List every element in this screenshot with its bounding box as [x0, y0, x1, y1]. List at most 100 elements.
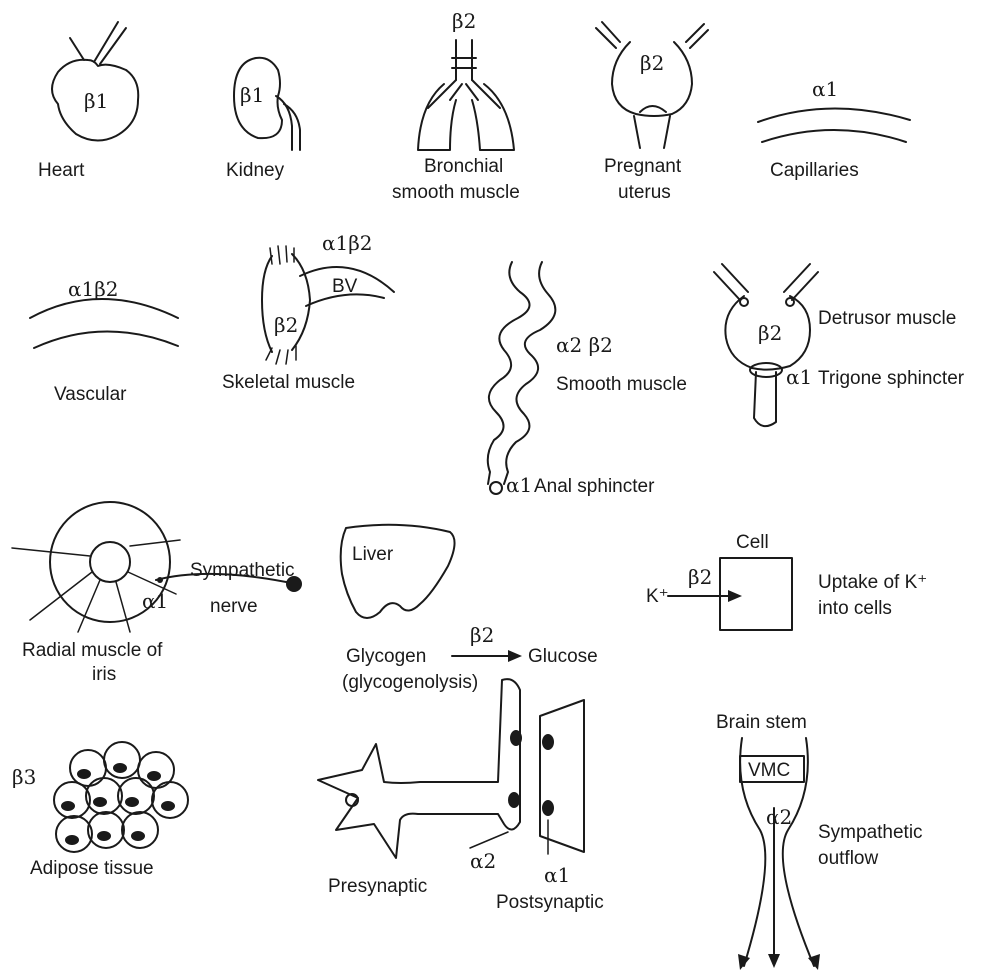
fat-cell-nucleus — [93, 797, 107, 807]
trigone-label: Trigone sphincter — [818, 368, 965, 389]
fat-cell — [54, 782, 90, 818]
uterine-tubes — [596, 22, 708, 48]
outflow-label-line2: outflow — [818, 848, 878, 869]
liver-panel: Liver Glycogen β2 Glucose (glycogenolysi… — [341, 525, 598, 693]
vessel-wall-bottom — [34, 331, 178, 348]
capillaries-label: Capillaries — [770, 160, 859, 181]
glycogenolysis-label: (glycogenolysis) — [342, 672, 478, 693]
outflow-left-arrowhead — [738, 954, 750, 970]
cervix — [634, 106, 670, 148]
pupil — [90, 542, 130, 582]
k-ion-label: K⁺ — [646, 586, 669, 607]
bv-label: BV — [332, 276, 358, 297]
postsynaptic-membrane — [540, 700, 584, 852]
fat-cell — [88, 812, 124, 848]
smooth-muscle-panel: α2 β2 Smooth muscle α1 Anal sphincter — [488, 262, 687, 497]
skeletal-muscle-panel: α1β2 BV β2 Skeletal muscle — [222, 231, 394, 393]
iris-panel: Sympathetic nerve α1 Radial muscle of ir… — [12, 502, 302, 685]
adipose-panel: β3 Adipose tissue — [12, 742, 188, 879]
bronchial-label-line2: smooth muscle — [392, 182, 520, 203]
detrusor-label: Detrusor muscle — [818, 308, 956, 329]
smooth-label: Smooth muscle — [556, 374, 687, 395]
vascular-panel: α1β2 Vascular — [30, 277, 178, 405]
uterus-receptor: β2 — [640, 51, 664, 75]
uptake-label-line2: into cells — [818, 598, 892, 619]
brain-stem-label: Brain stem — [716, 712, 807, 733]
bladder-panel: β2 Detrusor muscle α1 Trigone sphincter — [714, 264, 965, 426]
iris-receptor: α1 — [142, 589, 168, 613]
left-ureter-orifice — [740, 298, 748, 306]
fat-cell-nucleus — [61, 801, 75, 811]
presynaptic-receptor-dot — [508, 792, 520, 808]
capillary-wall-bottom — [762, 130, 906, 142]
anal-sphincter-ring — [490, 482, 502, 494]
heart-receptor: β1 — [84, 89, 108, 113]
adipose-receptor: β3 — [12, 765, 36, 789]
skeletal-receptor: β2 — [274, 313, 298, 337]
glucose-label: Glucose — [528, 646, 598, 667]
fat-cell-nucleus — [161, 801, 175, 811]
liver-outline — [341, 525, 455, 618]
k-uptake-panel: Cell K⁺ β2 Uptake of K⁺ into cells — [646, 532, 927, 630]
fat-cell-nucleus — [125, 797, 139, 807]
presynaptic-receptor-dot — [510, 730, 522, 746]
liver-receptor: β2 — [470, 623, 494, 647]
postsynaptic-label: Postsynaptic — [496, 892, 604, 913]
fat-cell-nucleus — [147, 771, 161, 781]
glycogenolysis-arrowhead — [508, 650, 522, 662]
fat-cell — [70, 750, 106, 786]
brain-stem-receptor: α2 — [766, 805, 792, 829]
kidney-label: Kidney — [226, 160, 285, 181]
nerve-label: nerve — [210, 596, 258, 617]
presynaptic-neuron — [318, 679, 520, 858]
uterus-label-line2: uterus — [618, 182, 671, 203]
muscle-belly — [262, 254, 310, 352]
iris-label-line1: Radial muscle of — [22, 640, 163, 661]
fat-cell — [86, 778, 122, 814]
bronchi — [428, 80, 500, 108]
bronchial-receptor: β2 — [452, 9, 476, 33]
capillary-wall-top — [758, 108, 910, 122]
fat-cell-nucleus — [113, 763, 127, 773]
nerve-terminal — [157, 577, 163, 583]
ureters — [714, 264, 818, 300]
anal-receptor: α1 — [506, 473, 532, 497]
urethra — [754, 372, 776, 426]
fat-cell-nucleus — [65, 835, 79, 845]
brain-stem-panel: VMC α2 Brain stem Sympathetic outflow — [716, 712, 923, 970]
cell-label: Cell — [736, 532, 769, 553]
sympathetic-label: Sympathetic — [190, 560, 295, 581]
fat-cell — [118, 778, 154, 814]
trachea — [452, 40, 476, 80]
right-lung — [472, 84, 514, 150]
trigone-receptor: α1 — [786, 365, 812, 389]
k-arrowhead — [728, 590, 742, 602]
vmc-label: VMC — [748, 760, 790, 781]
fat-cell — [122, 812, 158, 848]
fat-cell — [56, 816, 92, 852]
kidney-ureter — [276, 96, 300, 150]
outflow-label-line1: Sympathetic — [818, 822, 923, 843]
detrusor-receptor: β2 — [758, 321, 782, 345]
vascular-label: Vascular — [54, 384, 127, 405]
skeletal-bv-receptor: α1β2 — [322, 231, 373, 255]
presynaptic-receptor: α2 — [470, 849, 496, 873]
left-lung — [418, 84, 456, 150]
outflow-center-arrowhead — [768, 954, 780, 968]
skeletal-label: Skeletal muscle — [222, 372, 355, 393]
adipose-label: Adipose tissue — [30, 858, 154, 879]
capillaries-panel: α1 Capillaries — [758, 77, 910, 181]
uptake-label-line1: Uptake of K⁺ — [818, 572, 927, 593]
fat-cell-nucleus — [97, 831, 111, 841]
heart-label: Heart — [38, 160, 85, 181]
kidney-receptor: β1 — [240, 83, 264, 107]
bronchial-label-line1: Bronchial — [424, 156, 503, 177]
liver-label: Liver — [352, 544, 394, 565]
postsynaptic-receptor-dot — [542, 800, 554, 816]
postsynaptic-receptor: α1 — [544, 863, 570, 887]
fat-cell-nucleus — [131, 831, 145, 841]
presynaptic-leader — [470, 832, 508, 848]
uterus-panel: β2 Pregnant uterus — [596, 22, 708, 203]
